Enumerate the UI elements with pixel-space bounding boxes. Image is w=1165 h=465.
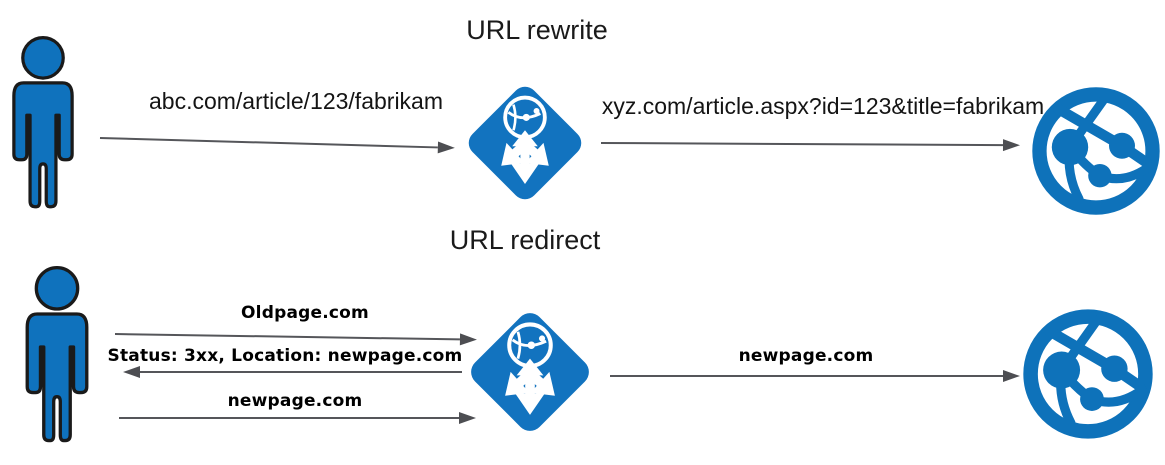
redirect-forwarded-url-label: newpage.com [738,346,874,366]
redirect-new-request-url-label: newpage.com [227,391,363,411]
redirect-request-arrow [114,333,460,341]
rewritten-url-label: xyz.com/article.aspx?id=123&title=fabrik… [601,93,1045,119]
redirect-request-url-label: Oldpage.com [241,303,369,323]
web-app-icon [1031,86,1161,216]
user-icon [2,36,84,214]
rewrite-request-url-label: abc.com/article/123/fabrikam [148,88,443,114]
redirect-new-request-arrow [119,411,476,424]
redirect-response-label: Status: 3xx, Location: newpage.com [107,346,463,366]
web-app-icon [1022,308,1154,440]
application-gateway-icon [461,79,589,207]
redirect-response-arrow [123,365,462,378]
application-gateway-icon [463,305,597,439]
redirect-forward-arrow [610,369,1020,382]
url-redirect-title: URL redirect [449,225,601,255]
user-icon [15,266,99,448]
rewrite-request-arrow [99,137,438,149]
rewrite-backend-arrow [600,142,1003,147]
url-rewrite-title: URL rewrite [466,15,608,45]
